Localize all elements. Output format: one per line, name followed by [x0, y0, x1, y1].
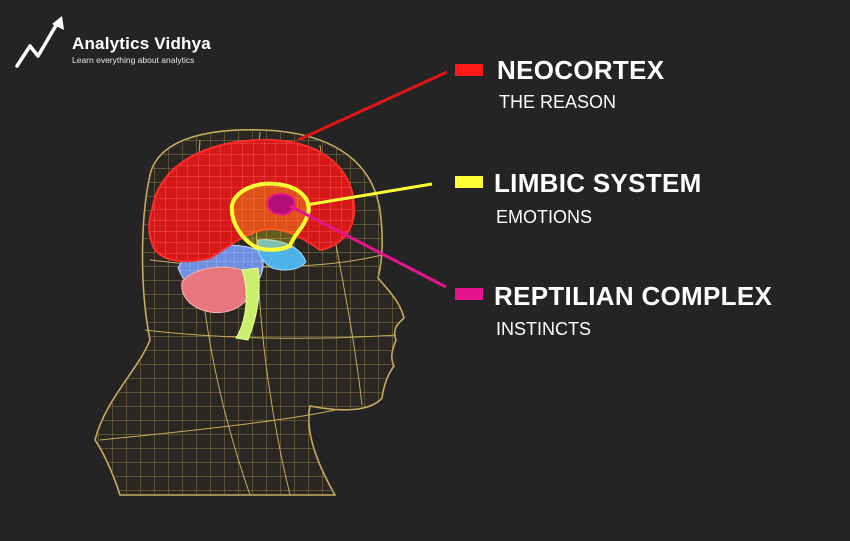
reptilian-callout-line: [289, 204, 447, 289]
logo-tagline: Learn everything about analytics: [72, 55, 195, 65]
neocortex-region: [148, 138, 356, 263]
reptilian-complex-title: REPTILIAN COMPLEX: [494, 281, 773, 311]
reptilian-complex-swatch: [455, 288, 483, 300]
logo-title: Analytics Vidhya: [72, 34, 211, 53]
reptilian-complex-subtitle: INSTINCTS: [496, 319, 592, 339]
neocortex-swatch: [455, 64, 483, 76]
limbic-system-subtitle: EMOTIONS: [496, 207, 593, 227]
limbic-callout-line: [305, 182, 433, 207]
limbic-system-swatch: [455, 176, 483, 188]
reptilian-complex-region: [266, 193, 296, 216]
analytics-vidhya-logo: [14, 14, 254, 74]
limbic-system-title: LIMBIC SYSTEM: [494, 168, 702, 198]
neocortex-subtitle: THE REASON: [499, 92, 617, 112]
trend-arrow-icon: [15, 16, 64, 68]
neocortex-title: NEOCORTEX: [497, 55, 665, 85]
neocortex-callout-line: [297, 70, 448, 142]
